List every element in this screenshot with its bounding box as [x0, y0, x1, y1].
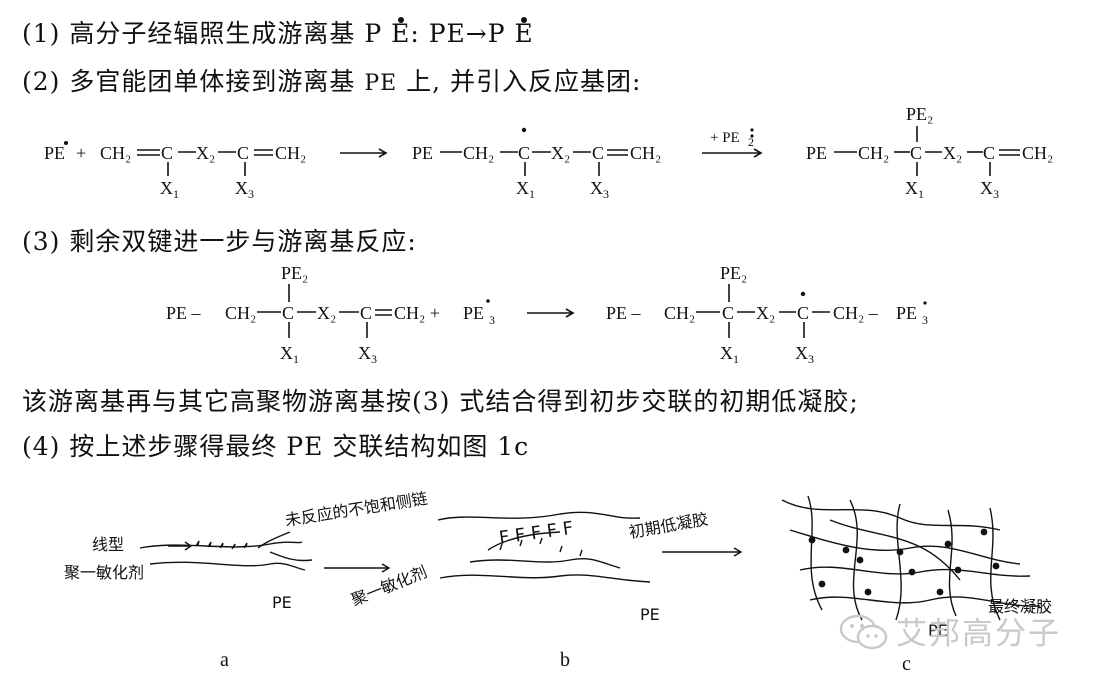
r1-c1: C: [161, 143, 173, 163]
r2-ch2: CH₂: [225, 303, 256, 323]
r1-final-x1: X: [905, 178, 918, 198]
r1-final-c2: C: [983, 143, 995, 163]
r2-prod-x1: X: [720, 343, 733, 363]
b-label-sensitizer: 聚一敏化剂: [348, 562, 429, 610]
r1-final-c1: C: [910, 143, 922, 163]
r1-final-x2: X₂: [943, 143, 962, 163]
svg-text:3: 3: [248, 187, 254, 201]
step-2-text: (2) 多官能团单体接到游离基: [22, 67, 356, 96]
r2-prod-pe3: PE: [896, 303, 917, 323]
caption-b: b: [560, 649, 570, 671]
r2-prod-pe2: PE₂: [720, 263, 747, 283]
r2-pe3: PE: [463, 303, 484, 323]
radical-dot: [521, 127, 527, 133]
formula-pe-radical: P E: [364, 17, 411, 48]
step-3-text: (3) 剩余双键进一步与游离基反应:: [22, 227, 417, 256]
r1-mid-pe: PE: [412, 143, 433, 163]
r2-pe: PE –: [166, 303, 202, 323]
r2-prod-pe: PE –: [606, 303, 642, 323]
svg-text:3: 3: [922, 313, 928, 327]
c-label-pe: PE: [928, 621, 948, 640]
step-3: (3) 剩余双键进一步与游离基反应:: [22, 222, 417, 258]
combine-text: 该游离基再与其它高聚物游离基按(3) 式结合得到初步交联的初期低凝胶;: [22, 387, 859, 416]
formula-pe-radical-product: E: [514, 17, 534, 48]
svg-text:2: 2: [748, 135, 754, 149]
crosslink-figure: 线型 聚一敏化剂 PE 未反应的不饱和侧链 聚一敏化剂 F F F F F 初期…: [64, 489, 1052, 675]
b-crosslink-marks: F F F F F: [498, 518, 575, 549]
a-label-unsaturated: 未反应的不饱和侧链: [284, 489, 429, 530]
r1-plus: +: [76, 143, 86, 163]
r2-c1: C: [282, 303, 294, 323]
r1-mid-ch2-right: CH₂: [630, 143, 661, 163]
r1-reactant-pe: PE: [44, 143, 65, 163]
svg-text:1: 1: [529, 187, 535, 201]
r2-c2: C: [360, 303, 372, 323]
r1-final-ch2-right: CH₂: [1022, 143, 1053, 163]
r1-mid-ch2: CH₂: [463, 143, 494, 163]
r2-prod-ch2: CH₂: [664, 303, 695, 323]
r1-x1: X: [160, 178, 173, 198]
a-chain-upper: [139, 541, 303, 549]
b-label-pe: PE: [640, 605, 660, 624]
step-2-suffix: 上, 并引入反应基团:: [406, 67, 642, 96]
svg-text:3: 3: [808, 352, 814, 366]
r2-prod-x2: X₂: [756, 303, 775, 323]
svg-text:1: 1: [173, 187, 179, 201]
svg-text:3: 3: [603, 187, 609, 201]
r2-prod-x3: X: [795, 343, 808, 363]
b-chain-top: [437, 511, 641, 521]
svg-text:3: 3: [371, 352, 377, 366]
a-label-pe: PE: [272, 593, 292, 612]
step-1-formula: : PE→P: [410, 19, 506, 48]
svg-text:3: 3: [489, 313, 495, 327]
step-4: (4) 按上述步骤得最终 PE 交联结构如图 1c: [22, 432, 530, 461]
r2-prod-c2: C: [797, 303, 809, 323]
r1-final-x3: X: [980, 178, 993, 198]
step-1: (1) 高分子经辐照生成游离基 P E: PE→P E: [22, 14, 534, 50]
r2-prod-ch2-end: CH₂ –: [833, 303, 879, 323]
r1-final-ch2: CH₂: [858, 143, 889, 163]
r1-c2: C: [237, 143, 249, 163]
svg-text:1: 1: [733, 352, 739, 366]
r2-ch2-plus: CH₂ +: [394, 303, 440, 323]
a-label-linear: 线型: [92, 535, 124, 554]
r1-mid-x3: X: [590, 178, 603, 198]
step-2-pe: PE: [364, 71, 398, 96]
r1-final-pe: PE: [806, 143, 827, 163]
c-label-final-gel: 最终凝胶: [988, 597, 1052, 616]
a-label-sensitizer: 聚一敏化剂: [64, 563, 144, 582]
r1-mid-c1: C: [518, 143, 530, 163]
r2-prod-c1: C: [722, 303, 734, 323]
wechat-logo-icon: [839, 614, 888, 650]
r1-final-pe2: PE₂: [906, 104, 933, 124]
r1-arrow-label: + PE: [710, 130, 740, 146]
r1-x2: X₂: [196, 143, 215, 163]
b-label-low-gel: 初期低凝胶: [627, 509, 709, 542]
caption-a: a: [220, 649, 229, 671]
watermark-text: 艾邦高分子: [896, 616, 1061, 652]
r1-mid-x2: X₂: [551, 143, 570, 163]
r1-mid-c2: C: [592, 143, 604, 163]
r1-mid-x1: X: [516, 178, 529, 198]
a-chain-lower: [149, 561, 306, 571]
svg-text:1: 1: [918, 187, 924, 201]
caption-c: c: [902, 653, 911, 675]
r2-x3: X: [358, 343, 371, 363]
step-2: (2) 多官能团单体接到游离基 PE 上, 并引入反应基团:: [22, 62, 641, 98]
r2-x2: X₂: [317, 303, 336, 323]
step-1-text: (1) 高分子经辐照生成游离基: [22, 19, 356, 48]
r1-ch2-right: CH₂: [275, 143, 306, 163]
r2-x1: X: [280, 343, 293, 363]
r1-ch2-left: CH₂: [100, 143, 131, 163]
r2-pe2: PE₂: [281, 263, 308, 283]
r1-x3: X: [235, 178, 248, 198]
svg-text:1: 1: [293, 352, 299, 366]
svg-text:3: 3: [993, 187, 999, 201]
